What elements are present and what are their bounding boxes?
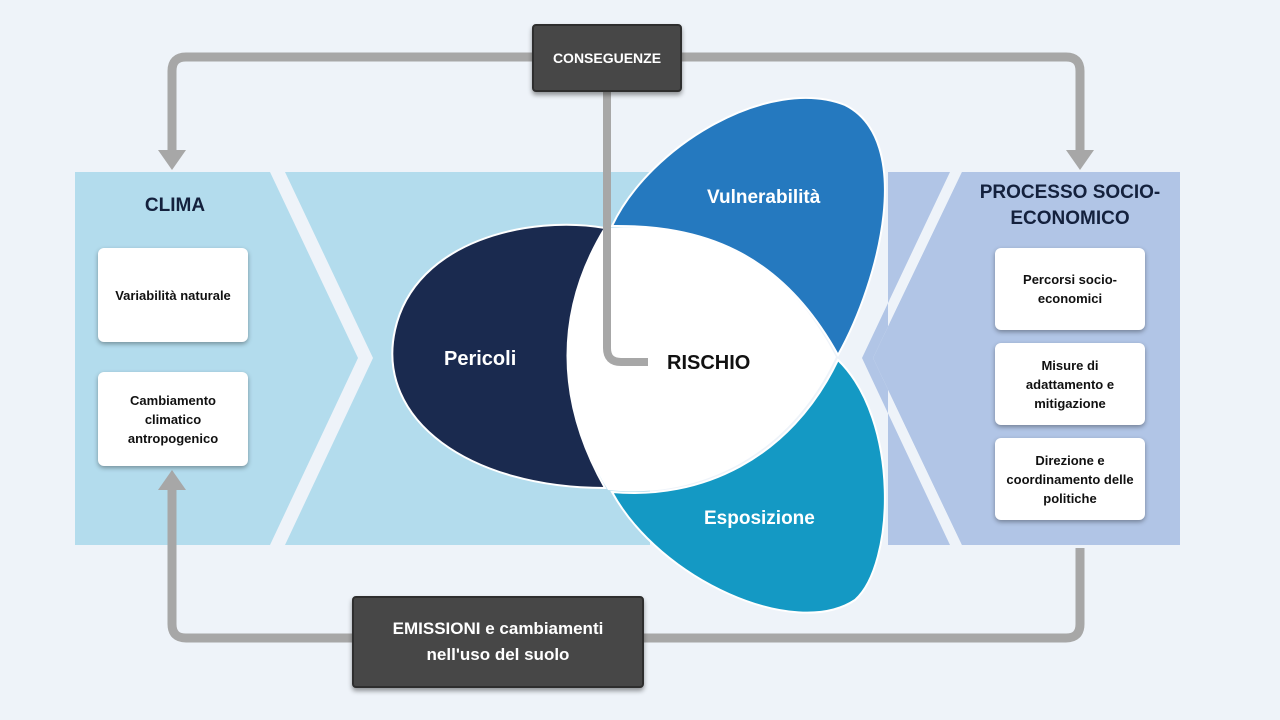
top-connector-line bbox=[167, 52, 1085, 152]
exposure-petal bbox=[610, 358, 886, 614]
socio-item-pathways: Percorsi socio-economici bbox=[995, 248, 1145, 330]
risk-label: RISCHIO bbox=[667, 352, 751, 374]
arrow-up-clima bbox=[158, 470, 186, 490]
hazards-petal bbox=[391, 223, 607, 490]
arrow-down-clima bbox=[158, 150, 186, 170]
bottom-connector-line bbox=[167, 488, 1085, 643]
hazards-label: Pericoli bbox=[444, 348, 517, 370]
vulnerability-label: Vulnerabilità bbox=[707, 187, 821, 208]
socio-item-governance: Direzione e coordinamento delle politich… bbox=[995, 438, 1145, 520]
socio-title: PROCESSO SOCIO-ECONOMICO bbox=[979, 182, 1161, 229]
socio-panel-notch bbox=[873, 172, 962, 545]
exposure-label: Esposizione bbox=[704, 508, 815, 529]
consequences-connector bbox=[603, 92, 648, 366]
clima-item-anthropogenic-change: Cambiamento climatico antropogenico bbox=[98, 372, 248, 466]
emissions-box: EMISSIONI e cambiamenti nell'uso del suo… bbox=[352, 596, 644, 688]
clima-title: CLIMA bbox=[144, 195, 206, 216]
consequences-box: CONSEGUENZE bbox=[532, 24, 682, 92]
risk-core bbox=[567, 227, 836, 492]
clima-item-natural-variability: Variabilità naturale bbox=[98, 248, 248, 342]
arrow-down-socio bbox=[1066, 150, 1094, 170]
socio-item-adaptation: Misure di adattamento e mitigazione bbox=[995, 343, 1145, 425]
